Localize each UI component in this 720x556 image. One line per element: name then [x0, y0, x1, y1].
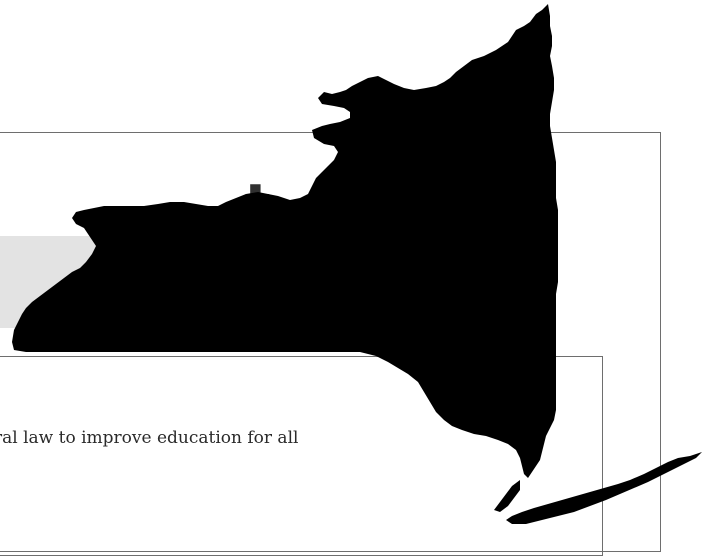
body-paragraph: ral law to improve education for all: [0, 428, 299, 448]
staten-island-silhouette: [494, 480, 520, 512]
long-island-silhouette: [506, 452, 702, 524]
new-york-state-silhouette: [12, 4, 558, 478]
new-york-state-map: [12, 4, 702, 524]
